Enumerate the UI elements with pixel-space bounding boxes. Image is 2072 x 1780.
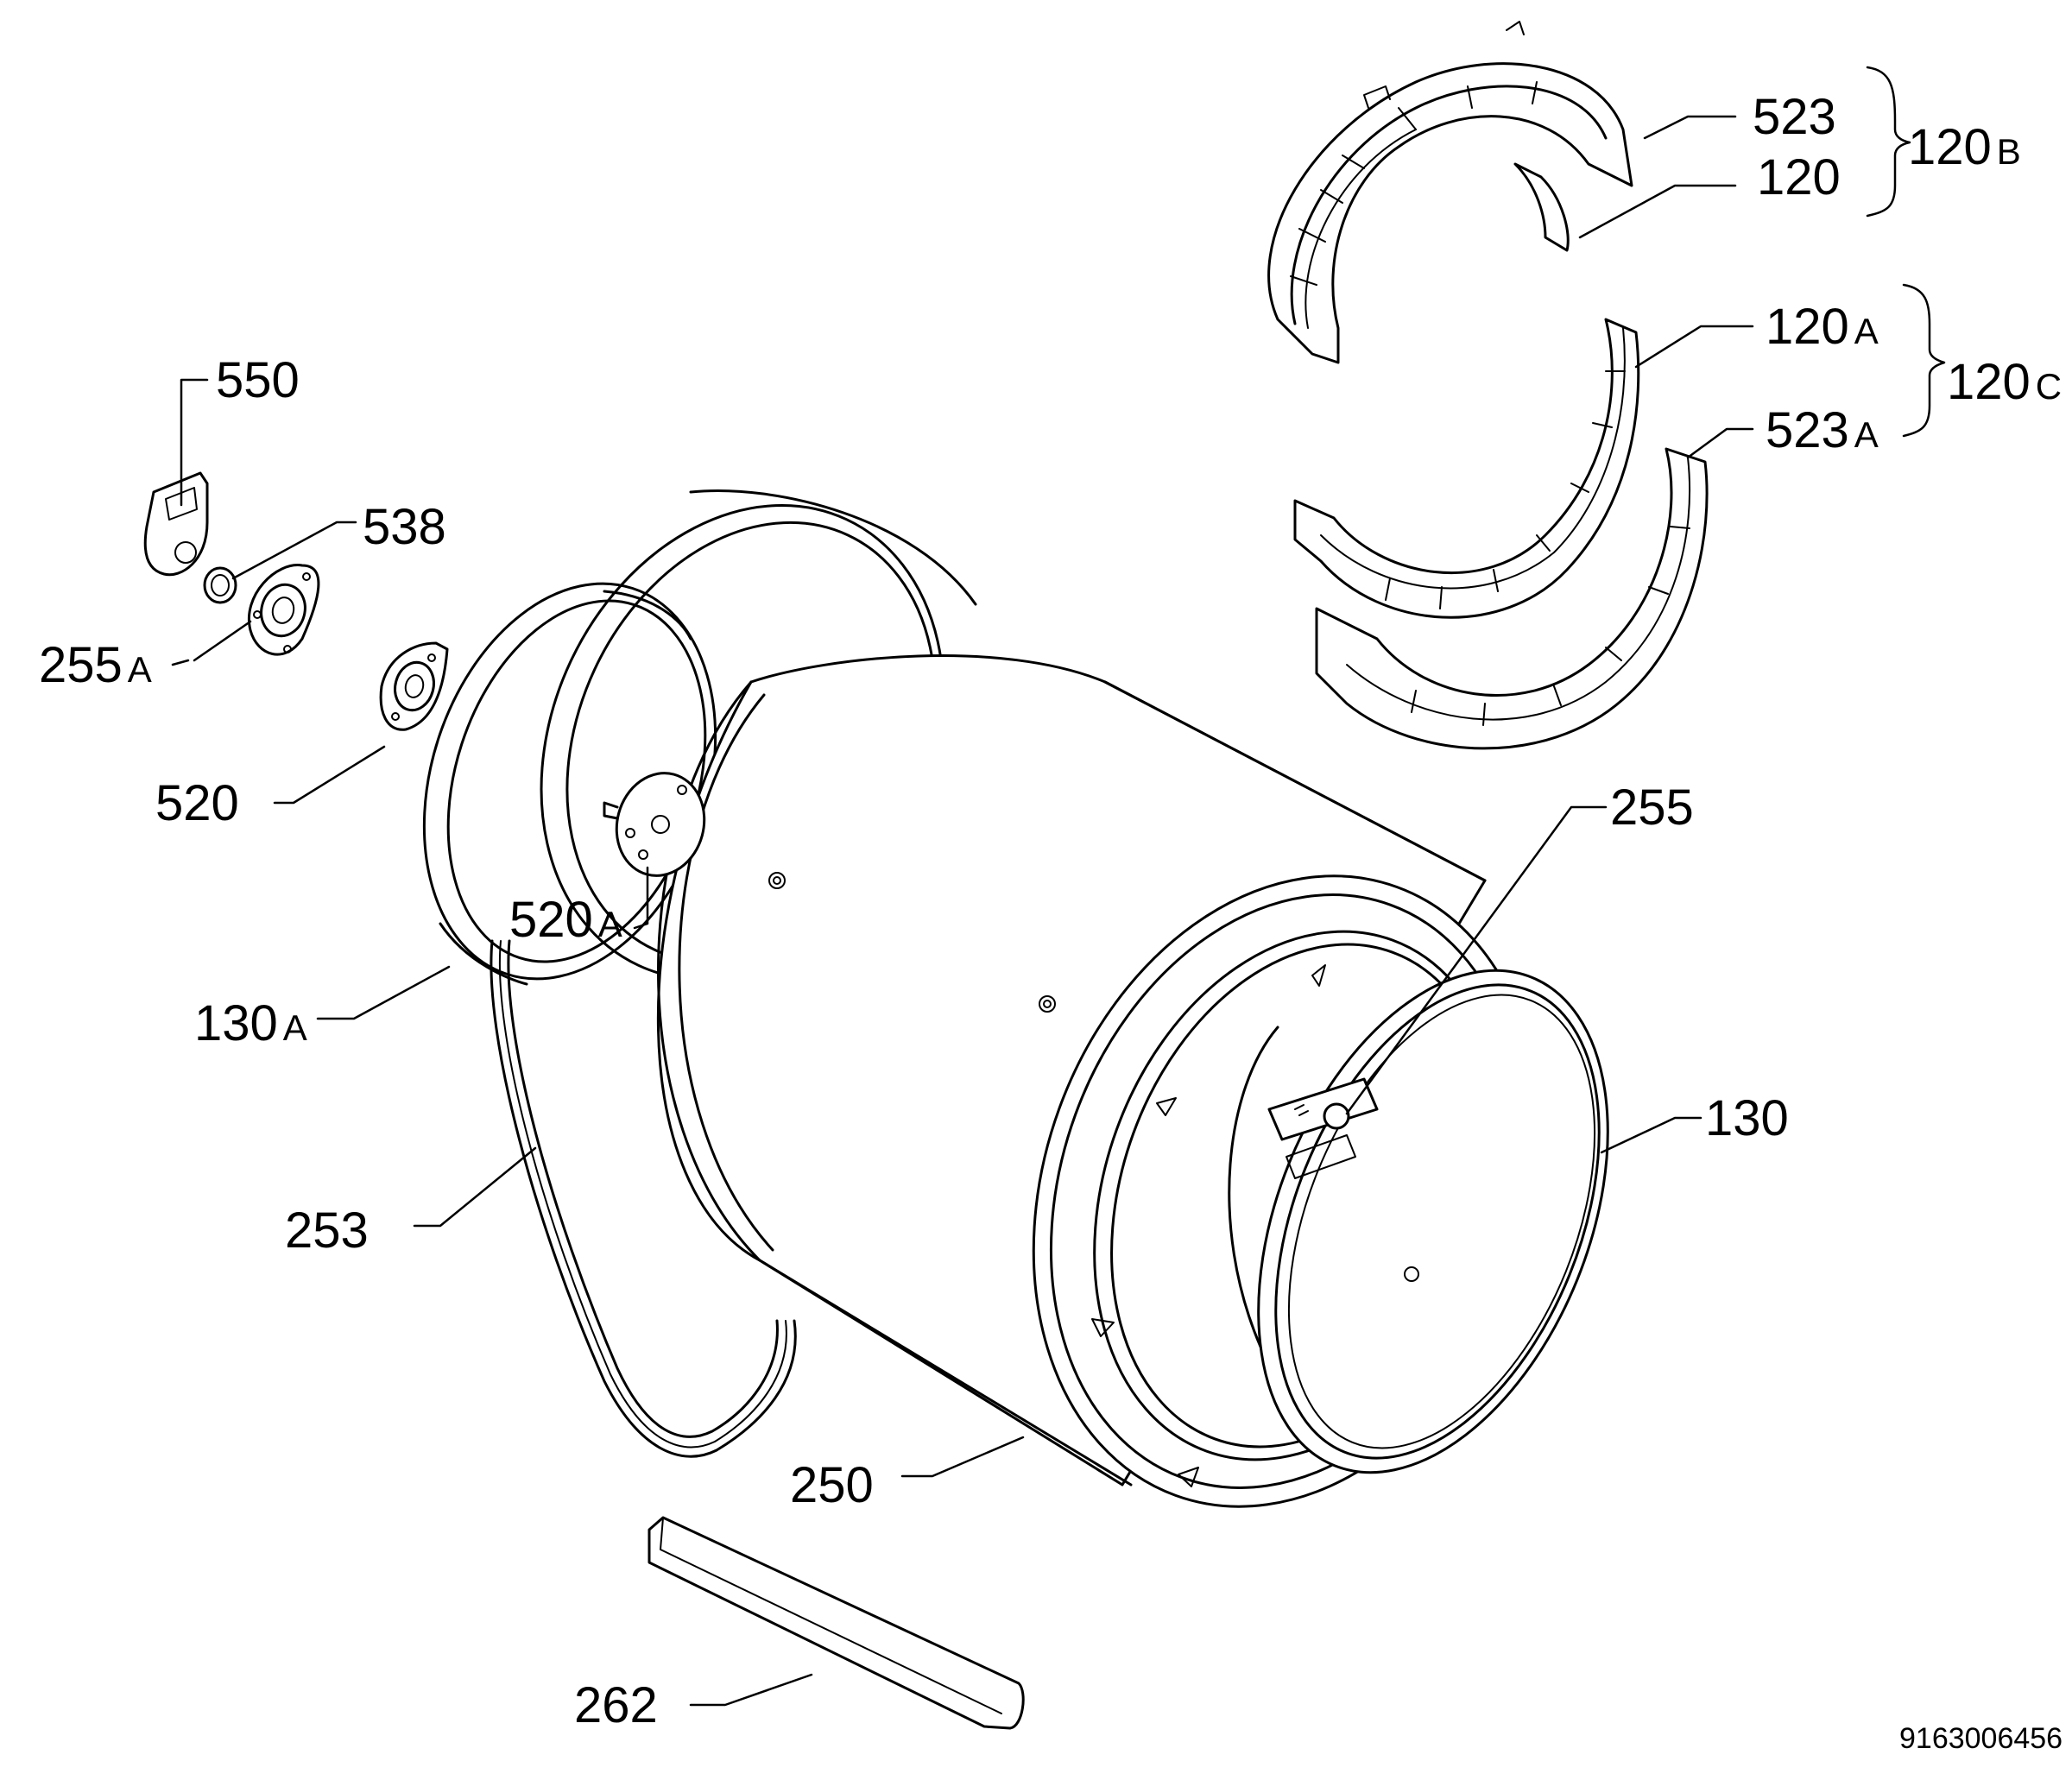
bearing-housing-255a — [248, 564, 320, 656]
label-120: 120 — [1757, 149, 1841, 205]
bracket-550 — [143, 471, 209, 577]
label-253: 253 — [285, 1202, 369, 1259]
label-523: 523 — [1753, 89, 1836, 145]
label-250: 250 — [790, 1457, 874, 1513]
drum-250 — [656, 654, 1487, 1486]
label-130: 130 — [1705, 1090, 1789, 1146]
shaft-flange-520 — [379, 641, 449, 731]
bearing-255 — [1267, 1077, 1379, 1179]
label-262: 262 — [574, 1677, 658, 1733]
drive-belt-253 — [490, 939, 797, 1458]
leader-lines — [171, 66, 1946, 1707]
washer-538 — [203, 566, 237, 604]
label-538: 538 — [363, 499, 446, 555]
label-520: 520 — [155, 775, 239, 831]
seal-assembly-120b — [1267, 21, 1633, 364]
strip-262 — [648, 1516, 1025, 1730]
seal-523a — [1315, 447, 1709, 750]
seal-120a — [1293, 318, 1640, 619]
label-550: 550 — [216, 352, 300, 408]
drawing-code: 9163006456 — [1899, 1722, 2063, 1755]
label-255: 255 — [1610, 780, 1694, 836]
